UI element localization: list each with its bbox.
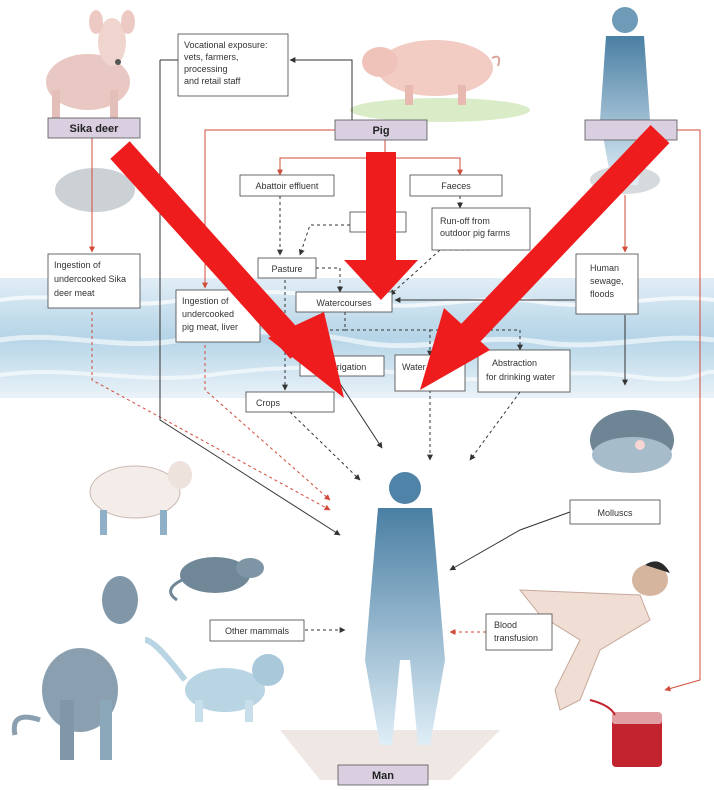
sika-deer-label: Sika deer: [48, 118, 140, 138]
faeces-box: Faeces: [410, 175, 502, 196]
svg-text:Abattoir effluent: Abattoir effluent: [256, 181, 319, 191]
deer-icon: [46, 10, 135, 212]
molluscs-box: Molluscs: [570, 500, 660, 524]
svg-text:sewage,: sewage,: [590, 276, 624, 286]
blood-transfusion-box: Blood transfusion: [486, 614, 552, 650]
svg-text:Vocational exposure:: Vocational exposure:: [184, 40, 268, 50]
man-label: Man: [338, 765, 428, 785]
svg-text:transfusion: transfusion: [494, 633, 538, 643]
svg-text:Crops: Crops: [256, 398, 281, 408]
human-sewage-box: Human sewage, floods: [576, 254, 638, 314]
pig-label: Pig: [335, 120, 427, 140]
crops-box: Crops: [246, 392, 334, 412]
svg-text:Pig: Pig: [372, 125, 389, 137]
svg-text:and retail staff: and retail staff: [184, 76, 241, 86]
pig-icon: [350, 40, 530, 122]
svg-text:processing: processing: [184, 64, 228, 74]
svg-text:Man: Man: [372, 770, 394, 782]
svg-text:floods: floods: [590, 289, 615, 299]
human-label: [585, 120, 677, 140]
cat-icon: [145, 640, 284, 722]
svg-text:Abstraction: Abstraction: [492, 358, 537, 368]
svg-text:pig meat, liver: pig meat, liver: [182, 322, 238, 332]
svg-text:Molluscs: Molluscs: [597, 508, 633, 518]
svg-text:Run-off from: Run-off from: [440, 216, 490, 226]
abstraction-box: Abstraction for drinking water: [478, 350, 570, 392]
other-mammals-box: Other mammals: [210, 620, 304, 641]
svg-text:Blood: Blood: [494, 620, 517, 630]
svg-text:Watercourses: Watercourses: [316, 298, 372, 308]
svg-text:undercooked Sika: undercooked Sika: [54, 274, 126, 284]
abattoir-box: Abattoir effluent: [240, 175, 334, 196]
svg-text:Human: Human: [590, 263, 619, 273]
runoff-box: Run-off from outdoor pig farms: [432, 208, 530, 250]
svg-text:Other mammals: Other mammals: [225, 626, 290, 636]
man-figure-icon: [365, 472, 445, 745]
svg-text:for drinking water: for drinking water: [486, 372, 555, 382]
svg-text:outdoor pig farms: outdoor pig farms: [440, 228, 511, 238]
dog-icon: [14, 576, 138, 760]
sheep-icon: [90, 461, 192, 535]
svg-text:Water: Water: [402, 362, 426, 372]
svg-text:Faeces: Faeces: [441, 181, 471, 191]
svg-text:Sika deer: Sika deer: [70, 123, 120, 135]
svg-text:deer meat: deer meat: [54, 288, 95, 298]
ingestion-deer-box: Ingestion of undercooked Sika deer meat: [48, 254, 140, 308]
blood-bag-icon: [590, 700, 662, 767]
svg-text:Pasture: Pasture: [271, 264, 302, 274]
pasture-box: Pasture: [258, 258, 316, 278]
rat-icon: [171, 557, 264, 600]
svg-text:Ingestion of: Ingestion of: [54, 260, 101, 270]
svg-text:Ingestion of: Ingestion of: [182, 296, 229, 306]
svg-text:vets, farmers,: vets, farmers,: [184, 52, 239, 62]
vocational-box: Vocational exposure: vets, farmers, proc…: [178, 34, 288, 96]
mollusc-icon: [590, 410, 674, 473]
svg-text:undercooked: undercooked: [182, 309, 234, 319]
